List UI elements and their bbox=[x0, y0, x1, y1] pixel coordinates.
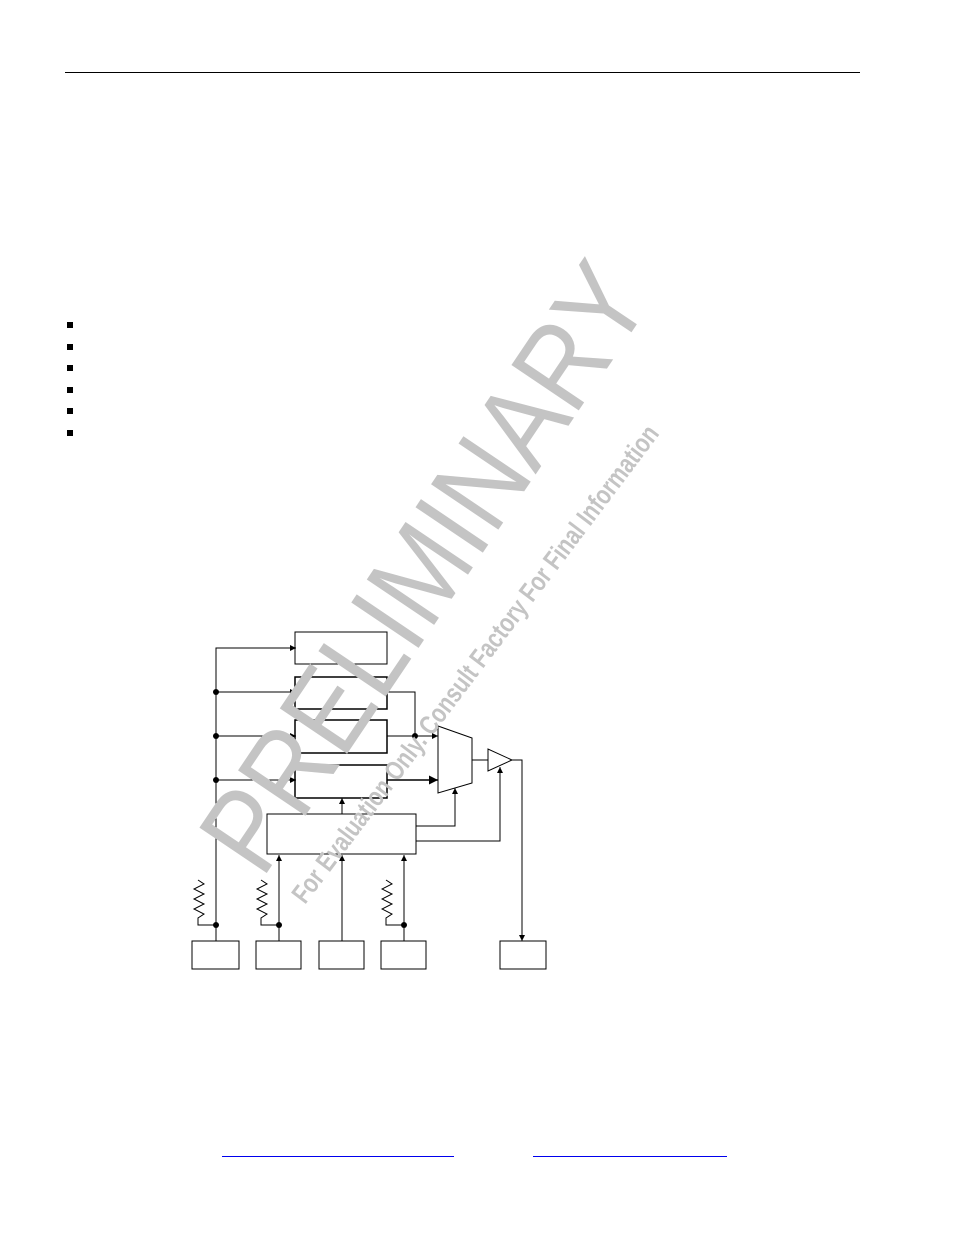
block-2 bbox=[294, 676, 388, 710]
junction-dot bbox=[276, 922, 282, 928]
header-rule bbox=[65, 72, 860, 73]
left-bus bbox=[215, 645, 296, 941]
junction-dot bbox=[213, 733, 219, 739]
pin-box-4 bbox=[380, 940, 427, 970]
control-block bbox=[266, 813, 417, 855]
pin-box-3 bbox=[318, 940, 365, 970]
bullet-icon bbox=[67, 322, 73, 328]
resistor-1 bbox=[192, 879, 216, 926]
block-3 bbox=[294, 719, 388, 754]
buffer-shape bbox=[487, 748, 514, 772]
junction-dot bbox=[213, 922, 219, 928]
footer-link-left[interactable] bbox=[222, 1142, 454, 1157]
bullet-icon bbox=[67, 365, 73, 371]
block-4 bbox=[294, 764, 388, 799]
pin-box-out bbox=[499, 940, 547, 970]
bullet-icon bbox=[67, 386, 73, 393]
pin-box-1 bbox=[191, 940, 240, 970]
control-to-mux bbox=[416, 788, 458, 827]
junction-dot bbox=[401, 922, 407, 928]
block-top bbox=[294, 631, 388, 665]
resistor-2 bbox=[255, 879, 279, 926]
pin-box-2 bbox=[255, 940, 302, 970]
junction-dot bbox=[412, 733, 418, 739]
bullet-icon bbox=[67, 343, 73, 350]
mux-shape bbox=[437, 725, 473, 794]
block2-out bbox=[387, 691, 416, 736]
resistor-3 bbox=[380, 879, 404, 926]
junction-dot bbox=[213, 689, 219, 695]
control-to-buffer bbox=[416, 767, 503, 842]
bullet-icon bbox=[67, 408, 73, 414]
junction-dot bbox=[213, 777, 219, 783]
buffer-out bbox=[512, 759, 525, 941]
bullet-icon bbox=[67, 429, 73, 436]
footer-link-right[interactable] bbox=[533, 1142, 727, 1157]
